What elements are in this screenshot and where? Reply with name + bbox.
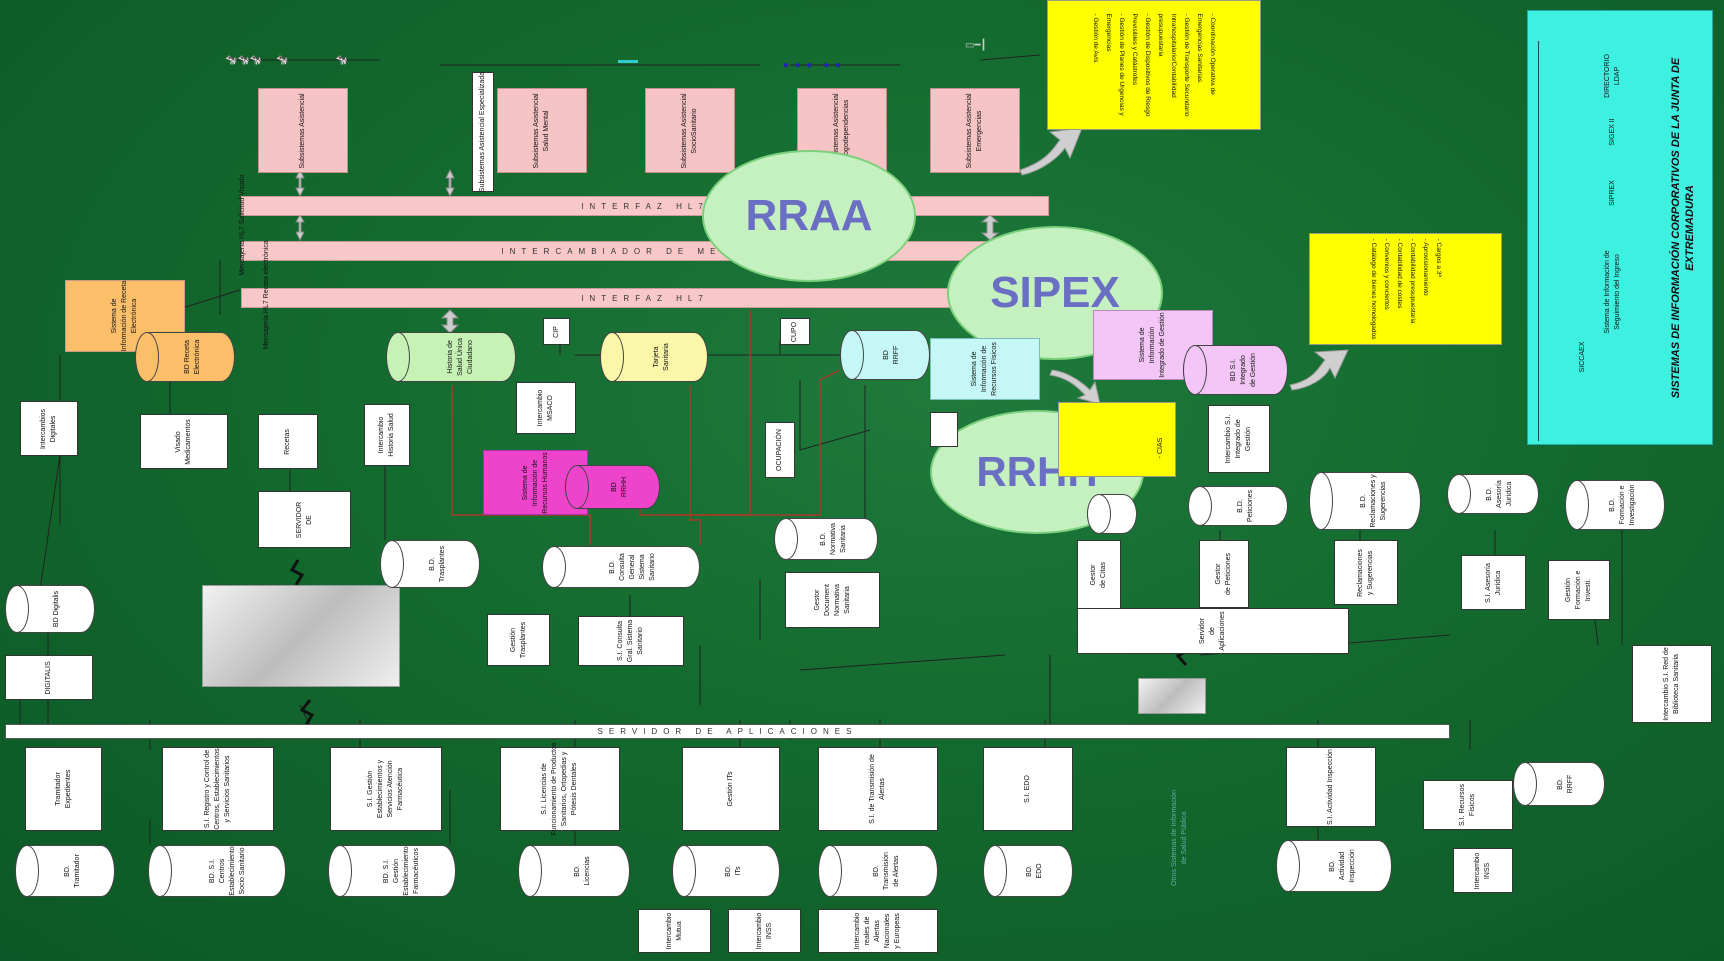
ellipse-rraa: RRAA xyxy=(702,150,916,282)
reclamaciones-sugerencias[interactable]: Reclamaciones y Sugerencias xyxy=(1334,540,1398,605)
diagram-title: SISTEMAS DE INFORMACIÓN CORPORATIVOS DE … xyxy=(1669,57,1696,398)
si-recursos-fisicos[interactable]: S.I. Recursos Físicos xyxy=(1423,780,1513,830)
bd-rrhh-cylinder[interactable]: BD RRHH xyxy=(565,465,660,509)
bd-peticiones-cylinder[interactable]: B.D. Peticiones xyxy=(1188,486,1288,526)
note-text: - Cargos a 3ª - Aprovisionamiento - Cont… xyxy=(1369,238,1442,340)
note-cias: - CIAS xyxy=(1058,402,1176,477)
gestion-its[interactable]: Gestión ITs xyxy=(682,747,780,831)
otros-sistemas-label: Otros Sistemas de Información de Salud P… xyxy=(1171,789,1188,886)
cip-box[interactable]: CIP xyxy=(543,318,570,345)
server-rack-image xyxy=(202,585,400,687)
bd-formacion-cylinder[interactable]: B.D. Formación e Investigación xyxy=(1565,480,1665,530)
bd-asesoria-cylinder[interactable]: B.D. Asesoría Jurídica xyxy=(1447,474,1539,514)
si-registro-centros[interactable]: S.I. Registro y Control de Centros, Esta… xyxy=(162,747,274,831)
device-icon-mid: ▬▬ xyxy=(618,55,638,66)
si-edo[interactable]: S.I. EDO xyxy=(983,747,1073,831)
subsystem-label: Subsistemas Asistencial xyxy=(299,92,306,169)
tarjeta-sanitaria-cylinder[interactable]: Tarjeta Sanitaria xyxy=(600,332,708,382)
note-gestion: - Cargos a 3ª - Aprovisionamiento - Cont… xyxy=(1309,233,1502,345)
legend-siprex: SIPREX xyxy=(1608,180,1616,206)
bd-transmision-cylinder[interactable]: BD. Transmisión de Alertas xyxy=(818,845,938,897)
legend-box: SISTEMAS DE INFORMACIÓN CORPORATIVOS DE … xyxy=(1527,10,1713,445)
bd-licencias-cylinder[interactable]: BD. Licencias xyxy=(518,845,630,897)
si-consulta[interactable]: S.I. Consulta Gral. Sistema Sanitario xyxy=(578,616,684,666)
gestor-peticiones[interactable]: Gestor de Peticiones xyxy=(1199,540,1249,608)
legend-siccaex: SICCAEX xyxy=(1579,342,1587,373)
subsystem-label: Subsistemas Asistencial Salud Mental xyxy=(533,92,550,169)
legend-sigex: SIGEX II xyxy=(1608,118,1616,146)
bd-rrff-lower-cylinder[interactable]: BD. RRFF xyxy=(1513,762,1605,806)
bar-interfaz-hl7-top: INTERFAZ HL7 xyxy=(241,196,1049,216)
subsystem-asistencial[interactable]: Subsistemas Asistencial xyxy=(258,88,348,173)
legend-directorio: DIRECTORIO LDAP xyxy=(1603,54,1621,98)
recursos-fisicos-system[interactable]: Sistema de Información de Recursos Físic… xyxy=(930,338,1040,400)
subsystem-label: Subsistemas Asistencial Emergencias xyxy=(966,92,983,169)
intercambio-inss-its[interactable]: Intercambio INSS xyxy=(728,909,801,953)
intercambio-msaco[interactable]: Intercambio MSACO xyxy=(516,382,576,434)
recetas-box[interactable]: Recetas xyxy=(258,414,318,469)
si-asesoria[interactable]: S.I. Asesoría Jurídica xyxy=(1461,555,1526,610)
subsystem-label: Subsistemas Asistencial Especializada xyxy=(479,71,486,193)
note-text: - CIAS xyxy=(1157,437,1165,459)
bd-tramitador-cylinder[interactable]: BD. Tramitador xyxy=(15,845,115,897)
bd-edo-cylinder[interactable]: BD. EDO xyxy=(983,845,1073,897)
bar-servidor-aplicaciones: SERVIDOR DE APLICACIONES xyxy=(5,724,1450,739)
bar-interfaz-hl7-bottom: INTERFAZ HL7 xyxy=(241,288,1049,308)
subsystem-label: Subsistemas Asistencial SocioSanitario xyxy=(681,92,698,169)
servidor-de-box[interactable]: SERVIDOR DE xyxy=(258,491,351,548)
bd-consulta-cylinder[interactable]: B.D. Consulta General Sistema Sanitario xyxy=(542,546,700,588)
formacion-box[interactable]: Gestión Formación e Investi. xyxy=(1548,560,1610,620)
ocupacion-box[interactable]: OCUPACIÓN xyxy=(765,422,795,478)
bd-trasplantes-cylinder[interactable]: B.D. Trasplantes xyxy=(380,540,480,588)
si-licencias[interactable]: S.I. Licencias de Funcionamiento de Prod… xyxy=(500,743,620,836)
si-actividad-inspeccion[interactable]: S.I. Actividad Inspección xyxy=(1286,747,1376,827)
si-transmision-alertas[interactable]: S.I. de Transmisión de Alertas xyxy=(818,747,938,831)
visado-medicamentos[interactable]: Visado Medicamentos xyxy=(140,414,228,469)
gestor-normativa[interactable]: Gestor Document Normativa Sanitaria xyxy=(785,572,880,628)
intercambio-inss-rrff[interactable]: Intercambio INSS xyxy=(1453,848,1513,893)
servidor-aplicaciones-small[interactable]: Servidor de Aplicaciones xyxy=(1077,608,1349,654)
gestor-citas[interactable]: Gestor de Citas xyxy=(1077,540,1121,610)
bd-citas-cylinder[interactable] xyxy=(1087,494,1137,534)
historia-salud-cylinder[interactable]: Historia de Salud Única Ciudadano xyxy=(386,332,516,382)
note-emergencias: - Coordinación Operativa de Emergencias … xyxy=(1047,0,1261,130)
cupo-box[interactable]: CUPO xyxy=(780,318,810,345)
tramitador-expedientes[interactable]: Tramitador Expedientes xyxy=(25,747,102,831)
bar-intercambiador: INTERCAMBIADOR DE MENSAJES xyxy=(241,241,1049,261)
si-gestion-establecimientos[interactable]: S.I. Gestión Establecimientos y Servicio… xyxy=(330,747,442,831)
red-biblioteca[interactable]: Intercambio S.I. Red de Biblioteca Sanit… xyxy=(1632,645,1712,723)
bd-rrff-cylinder[interactable]: BD RRFF xyxy=(840,330,930,380)
intercambio-alertas-europeas[interactable]: Intercambio reales de Alertas Nacionales… xyxy=(818,909,938,953)
intercambio-si-integrado[interactable]: Intercambio S.I. Integrado de Gestión xyxy=(1208,405,1270,473)
bd-reclamaciones-cylinder[interactable]: B.D. Reclamaciones y Sugerencias xyxy=(1309,472,1421,530)
intercambio-mutua[interactable]: Intercambio Mutua xyxy=(638,909,711,953)
bd-actividad-cylinder[interactable]: BD. Actividad Inspección xyxy=(1276,840,1392,892)
legend-seguimiento: Sistema de Información de Seguimiento de… xyxy=(1603,250,1621,335)
digitalis-box[interactable]: DIGITALIS xyxy=(5,655,93,700)
subsystem-emergencias[interactable]: Subsistemas Asistencial Emergencias xyxy=(930,88,1020,173)
mensajeria-receta-label: Mensajería HL7 Receta electrónica xyxy=(263,240,270,350)
note-text: - Coordinación Operativa de Emergencias … xyxy=(1092,13,1216,117)
server-rack-image-small xyxy=(1138,678,1206,714)
bd-its-cylinder[interactable]: BD. ITs xyxy=(672,845,780,897)
mensajeria-visado-label: Mensajería HL7 Solicitud Visado xyxy=(239,174,246,276)
bd-si-centros-cylinder[interactable]: BD. S.I. Centros Establecimiento Socio S… xyxy=(148,845,286,897)
bd-si-integrado-cylinder[interactable]: BD S.I. Integrado de Gestión xyxy=(1183,345,1288,395)
device-icons-left: 🐄🐄🐄 🐄 🐄 xyxy=(225,55,349,66)
subsystem-salud-mental[interactable]: Subsistemas Asistencial Salud Mental xyxy=(497,88,587,173)
bd-si-gestion-cylinder[interactable]: BD. S.I. Gestión Establecimiento Farmacé… xyxy=(328,845,456,897)
device-icons-blue: ● ● ● ● ● xyxy=(783,60,841,71)
bd-receta-cylinder[interactable]: BD Receta Electrónica xyxy=(135,332,235,382)
subsystem-especializada[interactable]: Subsistemas Asistencial Especializada xyxy=(472,72,494,192)
intercambios-digitales[interactable]: Intercambios Digitales xyxy=(20,401,78,456)
device-icon-right: ▭━┃ xyxy=(965,40,987,51)
bd-digitalis-cylinder[interactable]: BD Digitalis xyxy=(5,585,95,633)
bd-normativa-cylinder[interactable]: B.D. Normativa Sanitaria xyxy=(774,518,878,560)
intercambio-historia-salud[interactable]: Intercambio Historia Salud xyxy=(364,404,410,466)
gestion-trasplantes[interactable]: Gestión Trasplantes xyxy=(487,614,550,666)
subsystem-sociosanitario[interactable]: Subsistemas Asistencial SocioSanitario xyxy=(645,88,735,173)
rrff-small-box xyxy=(930,412,958,447)
